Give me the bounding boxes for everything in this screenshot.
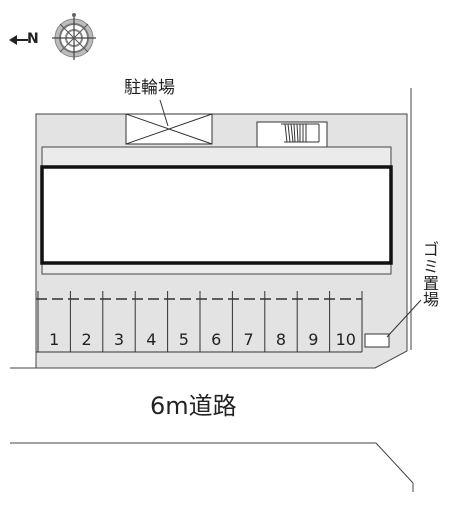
parking-slot-number: 1 bbox=[49, 330, 60, 349]
parking-slot-number: 7 bbox=[243, 330, 254, 349]
bike-parking bbox=[125, 113, 213, 145]
parking-slot-number: 2 bbox=[81, 330, 92, 349]
garbage-area-label: ゴ ミ 置 場 bbox=[421, 240, 441, 310]
parking-slot-number: 5 bbox=[178, 330, 189, 349]
parking-slot-number: 10 bbox=[335, 330, 356, 349]
road-label: 6m道路 bbox=[150, 392, 237, 420]
parking-slot-numbers: 1 2 3 4 5 6 7 8 9 10 bbox=[38, 328, 362, 352]
garbage-label-char: ゴ bbox=[422, 240, 439, 259]
road bbox=[10, 442, 414, 492]
north-arrow bbox=[9, 35, 28, 45]
parking-slot-number: 4 bbox=[146, 330, 157, 349]
bike-parking-leader bbox=[159, 99, 169, 127]
garbage-leader bbox=[386, 299, 422, 338]
garbage-label-char: 置 bbox=[422, 273, 439, 293]
garbage-area bbox=[364, 333, 390, 348]
parking-slot-number: 3 bbox=[113, 330, 125, 349]
bike-parking-label: 駐輪場 bbox=[124, 78, 175, 98]
garbage-label-char: 場 bbox=[422, 290, 439, 310]
compass-north-letter: N bbox=[27, 31, 39, 47]
compass-icon bbox=[52, 13, 96, 60]
building bbox=[40, 165, 393, 265]
stairs bbox=[256, 121, 328, 148]
garbage-label-char: ミ bbox=[422, 256, 439, 276]
parking-slot-number: 6 bbox=[211, 330, 222, 349]
parking-slot-number: 9 bbox=[308, 330, 319, 349]
parking-area bbox=[36, 291, 363, 353]
parking-slot-number: 8 bbox=[275, 330, 287, 349]
